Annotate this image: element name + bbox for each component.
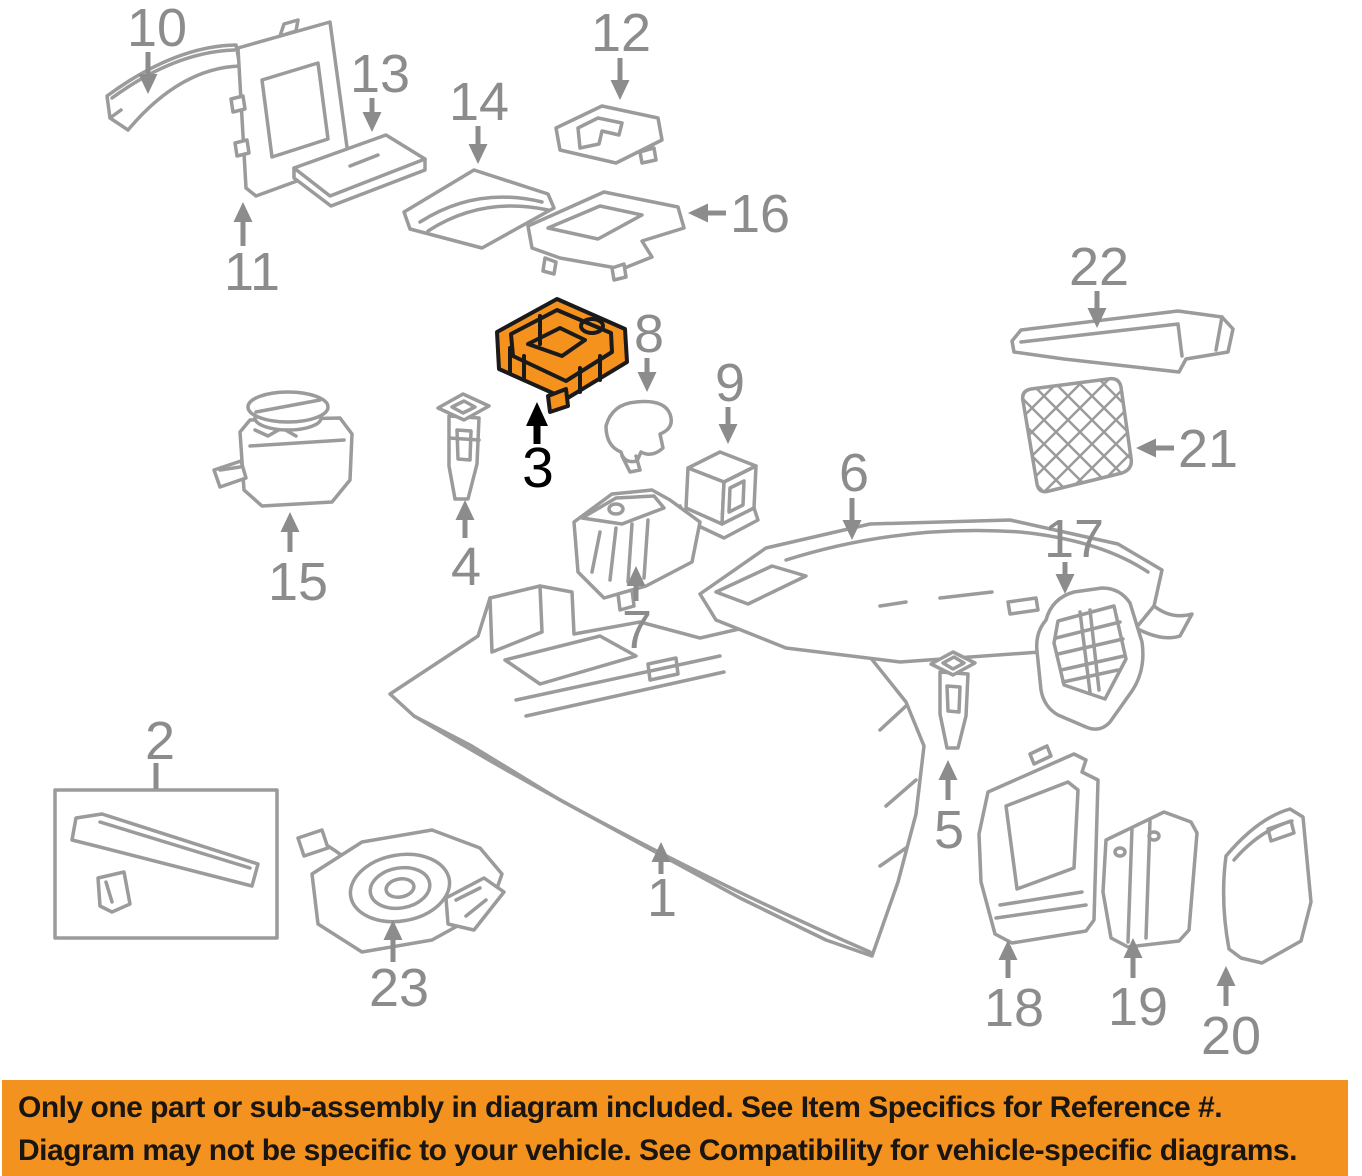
label-arrowhead-22 xyxy=(1087,308,1107,328)
parts-line-art xyxy=(53,18,1313,965)
part-22-trim-rail xyxy=(1010,309,1235,374)
part-13-trim-plate xyxy=(292,133,427,208)
part-label-1: 1 xyxy=(647,868,677,928)
part-label-19: 19 xyxy=(1108,977,1168,1037)
part-3-cup-holder-insert-highlighted xyxy=(495,297,629,414)
part-label-12: 12 xyxy=(591,3,651,63)
label-arrowhead-11 xyxy=(233,202,253,222)
part-7-latch-mechanism xyxy=(572,488,702,612)
part-label-9: 9 xyxy=(715,353,745,413)
part-label-17: 17 xyxy=(1044,509,1104,569)
part-11-side-trim-panel xyxy=(229,18,351,198)
part-label-6: 6 xyxy=(839,443,869,503)
part-label-7: 7 xyxy=(622,600,652,660)
part-label-4: 4 xyxy=(451,537,481,597)
part-12-bracket xyxy=(554,104,664,165)
label-arrowhead-3 xyxy=(526,402,548,426)
part-9-mounting-bracket xyxy=(678,450,760,540)
part-17-rear-air-vent xyxy=(1034,586,1145,731)
label-arrowhead-20 xyxy=(1216,966,1236,986)
part-label-13: 13 xyxy=(350,44,410,104)
part-label-11: 11 xyxy=(224,242,280,302)
label-arrowhead-4 xyxy=(455,500,475,520)
label-arrowhead-1 xyxy=(651,842,671,862)
label-arrowhead-6 xyxy=(842,520,862,540)
part-label-14: 14 xyxy=(449,72,509,132)
part-label-15: 15 xyxy=(268,552,328,612)
label-arrowhead-14 xyxy=(468,144,488,164)
label-arrowhead-13 xyxy=(362,112,382,132)
part-label-5: 5 xyxy=(934,800,964,860)
part-19-rear-bracket xyxy=(1101,810,1199,949)
part-label-22: 22 xyxy=(1069,237,1129,297)
part-label-2: 2 xyxy=(145,711,175,771)
part-label-10: 10 xyxy=(127,0,187,58)
label-arrowhead-16 xyxy=(688,203,708,223)
part-label-8: 8 xyxy=(634,304,664,364)
part-label-20: 20 xyxy=(1201,1006,1261,1066)
part-20-rear-door-panel xyxy=(1221,807,1313,965)
part-1-center-console-body xyxy=(388,584,926,958)
label-arrowhead-12 xyxy=(610,80,630,100)
part-15-control-knob-assembly xyxy=(212,390,354,508)
banner-line-1: Only one part or sub-assembly in diagram… xyxy=(18,1091,1223,1124)
part-4-switch-plug xyxy=(436,392,491,501)
label-arrowhead-8 xyxy=(637,372,657,392)
banner-line-2: Diagram may not be specific to your vehi… xyxy=(18,1134,1297,1167)
part-label-3: 3 xyxy=(522,436,554,500)
label-arrowhead-17 xyxy=(1055,574,1075,594)
part-18-rear-side-panel xyxy=(977,744,1100,945)
part-label-23: 23 xyxy=(369,958,429,1018)
label-arrowhead-19 xyxy=(1123,938,1143,958)
part-label-16: 16 xyxy=(730,184,790,244)
label-arrowhead-21 xyxy=(1136,438,1156,458)
label-arrowhead-7 xyxy=(626,566,646,586)
part-8-cover-cap xyxy=(604,399,673,474)
part-label-18: 18 xyxy=(984,978,1044,1038)
part-5-switch-plug xyxy=(929,650,977,750)
bottom-banner: Only one part or sub-assembly in diagram… xyxy=(2,1080,1348,1176)
part-21-storage-net xyxy=(1020,376,1134,494)
part-2-trim-strip-kit xyxy=(53,788,279,940)
label-arrowhead-23 xyxy=(383,920,403,940)
label-arrowhead-15 xyxy=(280,512,300,532)
part-label-21: 21 xyxy=(1178,419,1238,479)
part-16-shifter-trim-panel xyxy=(526,190,686,282)
part-14-console-lid xyxy=(402,168,556,250)
label-arrowhead-18 xyxy=(998,940,1018,960)
label-arrowhead-5 xyxy=(938,760,958,780)
part-23-speaker-assembly xyxy=(296,828,506,954)
label-arrowhead-10 xyxy=(138,74,158,94)
label-arrowhead-9 xyxy=(718,424,738,444)
